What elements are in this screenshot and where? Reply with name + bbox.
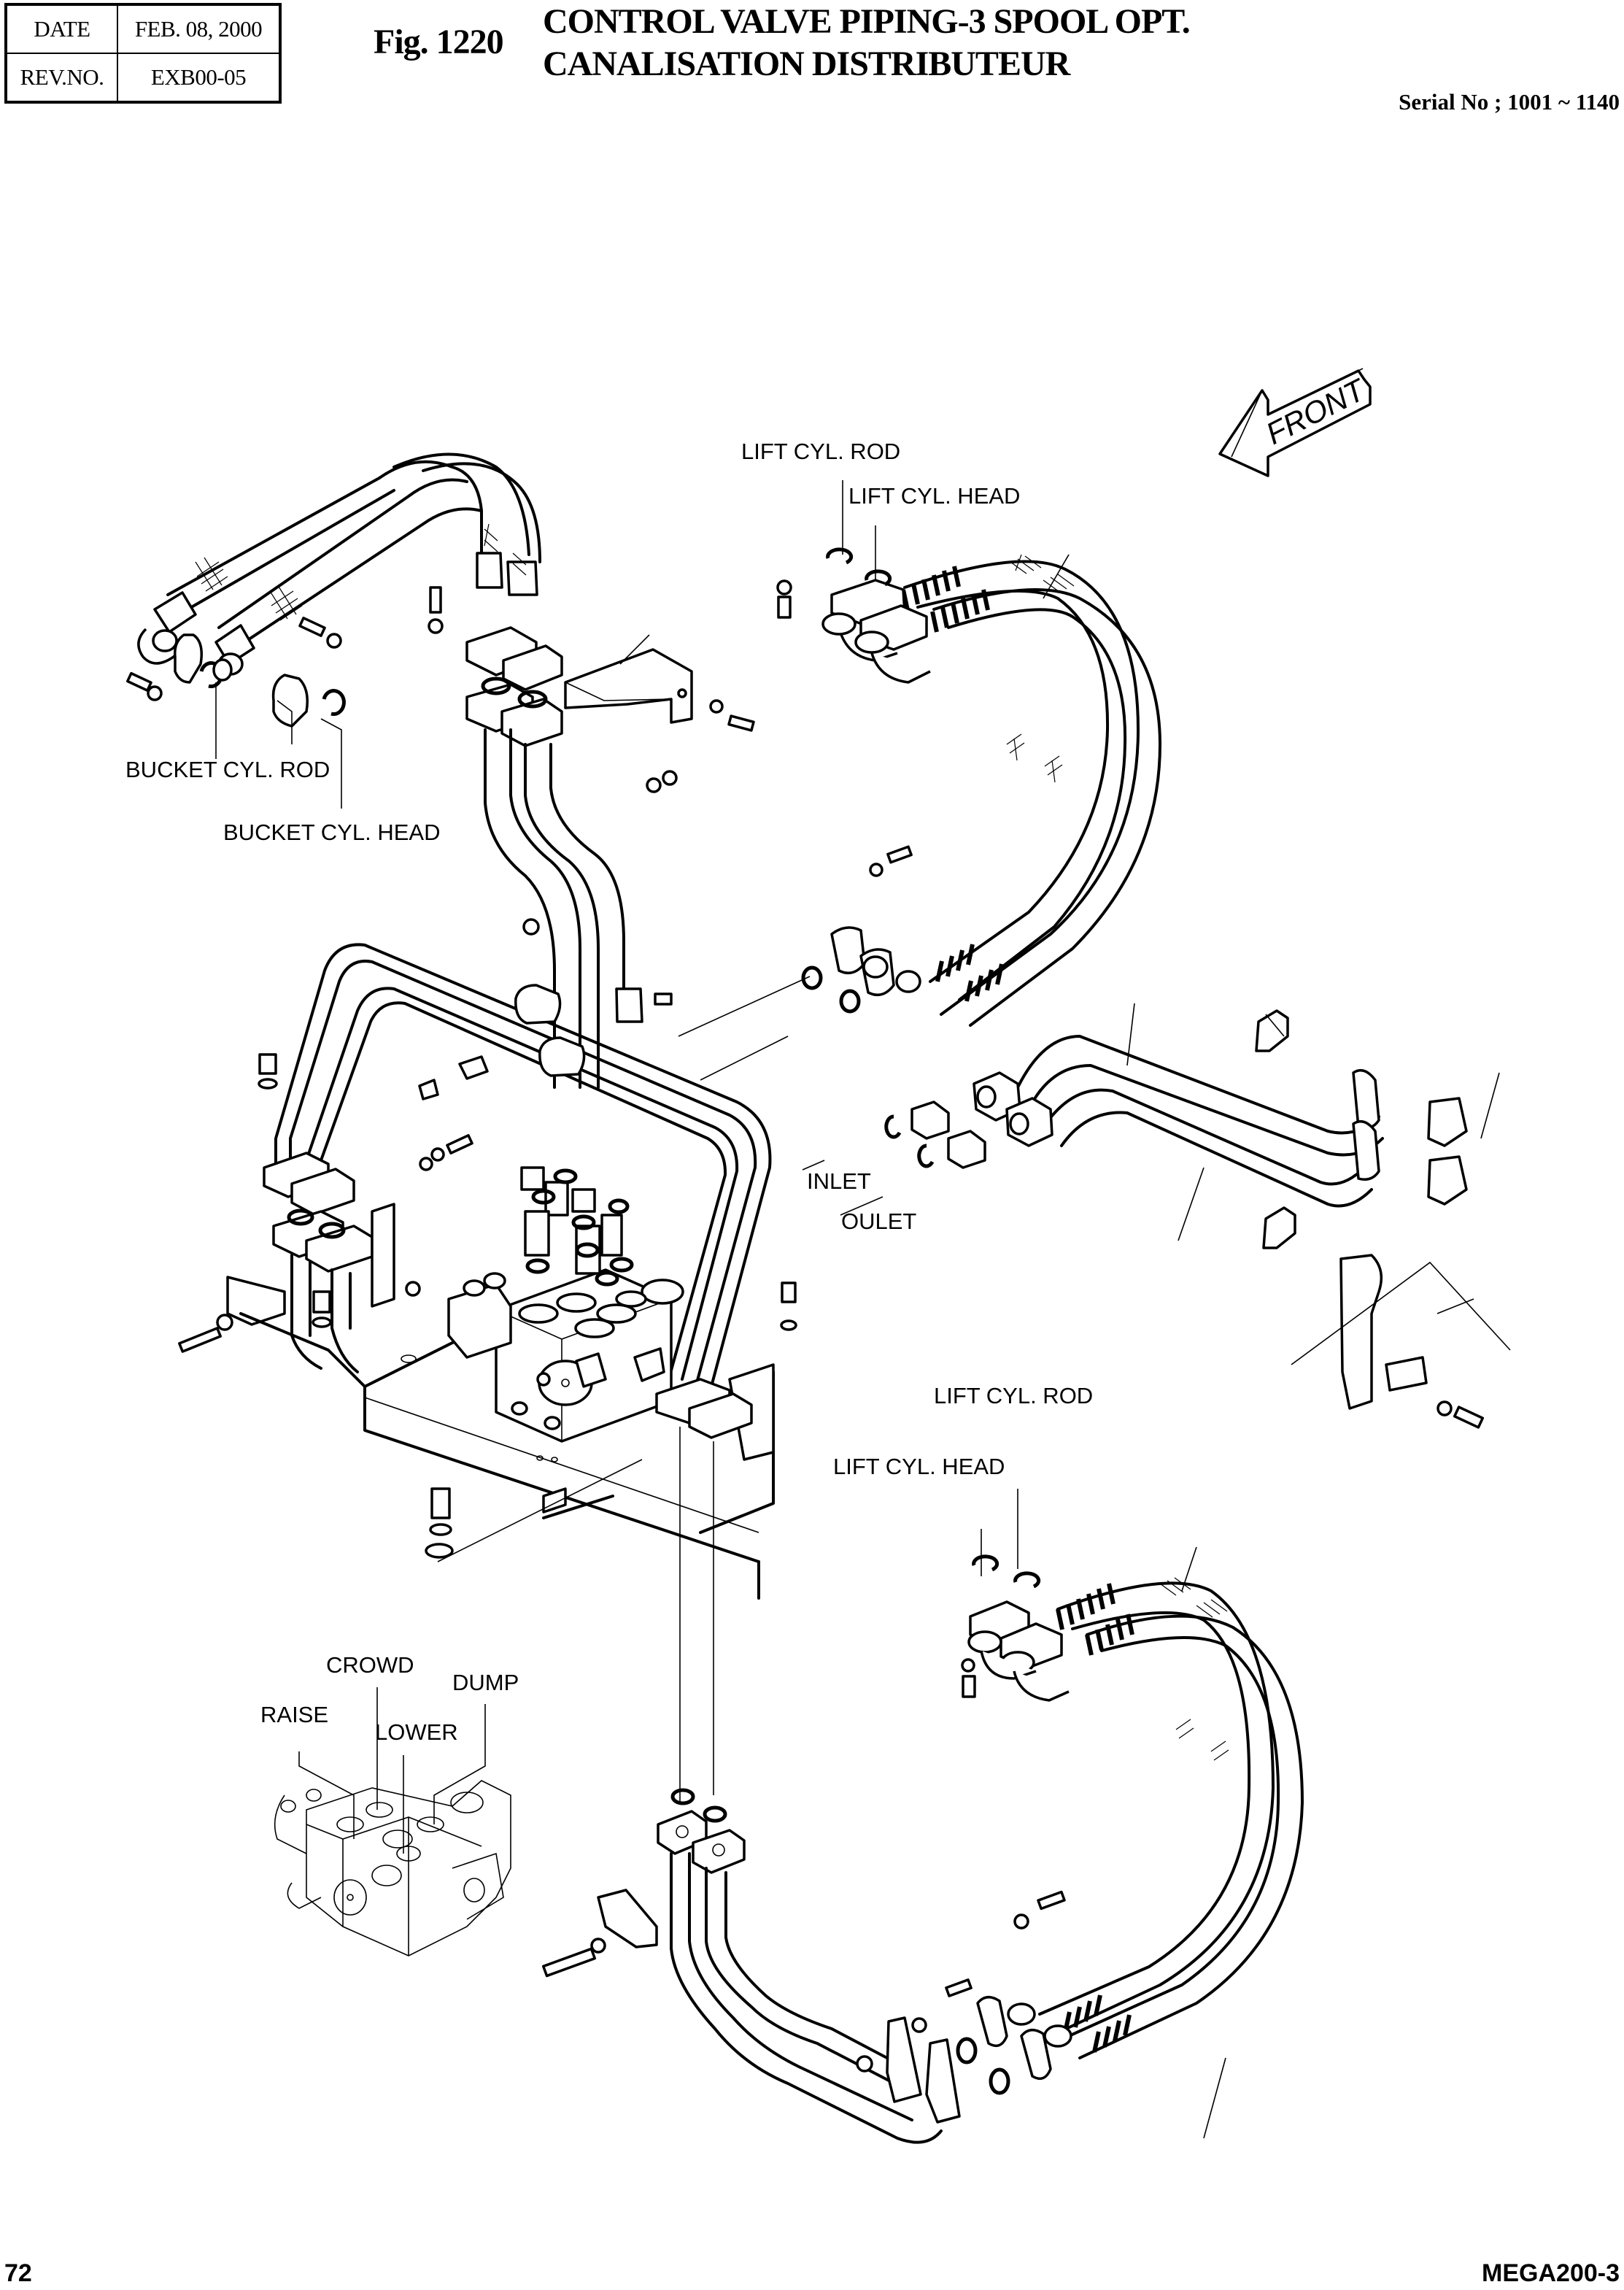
title-english: CONTROL VALVE PIPING-3 SPOOL OPT. [543,2,1191,41]
left-fasteners [178,1053,473,1559]
date-value: FEB. 08, 2000 [117,4,281,54]
revision-label: REV.NO. [5,53,118,103]
valve-right-fasteners [655,1281,797,1439]
title-french: CANALISATION DISTRIBUTEUR [543,45,1070,83]
label-outlet: OULET [841,1208,917,1234]
upper-lift-hose-assembly [776,547,1161,1027]
model-number: MEGA200-3 [1482,2259,1620,2287]
label-crowd: CROWD [326,1652,414,1678]
label-lift-cyl-rod-lower: LIFT CYL. ROD [934,1383,1094,1408]
label-lift-cyl-head-upper: LIFT CYL. HEAD [848,483,1021,509]
mounting-bracket [564,648,755,793]
bucket-hose-assembly [137,452,541,728]
bucket-fasteners [126,586,444,701]
revision-value: EXB00-05 [117,53,281,103]
lower-pipe-fasteners [856,1890,1066,2095]
upper-tube-manifold [465,626,673,1089]
label-bucket-cyl-head: BUCKET CYL. HEAD [223,820,441,845]
label-lift-cyl-rod-upper: LIFT CYL. ROD [741,439,901,464]
label-inlet: INLET [807,1168,871,1194]
serial-range: Serial No ; 1001 ~ 1140 [1399,89,1620,115]
label-lower: LOWER [375,1719,458,1745]
revision-table: DATE FEB. 08, 2000 REV.NO. EXB00-05 [4,3,282,104]
label-bucket-cyl-rod: BUCKET CYL. ROD [125,757,330,782]
leader-lines [215,480,1511,2139]
lower-lift-hose-assembly [961,1554,1304,2059]
control-valve-body [447,1268,684,1443]
label-lift-cyl-head-lower: LIFT CYL. HEAD [833,1454,1005,1479]
front-direction-arrow: FRONT [1218,368,1372,477]
lift-steel-pipes [541,1427,961,2144]
date-label: DATE [5,4,118,54]
right-steel-pipes [884,1009,1485,1429]
valve-mounting-frame [226,1203,775,1600]
label-raise: RAISE [260,1702,329,1727]
label-dump: DUMP [452,1670,519,1695]
figure-number: Fig. 1220 [374,23,504,61]
valve-port-fittings [520,1166,634,1287]
control-valve-inset [274,1780,511,1956]
page-number: 72 [4,2259,32,2287]
